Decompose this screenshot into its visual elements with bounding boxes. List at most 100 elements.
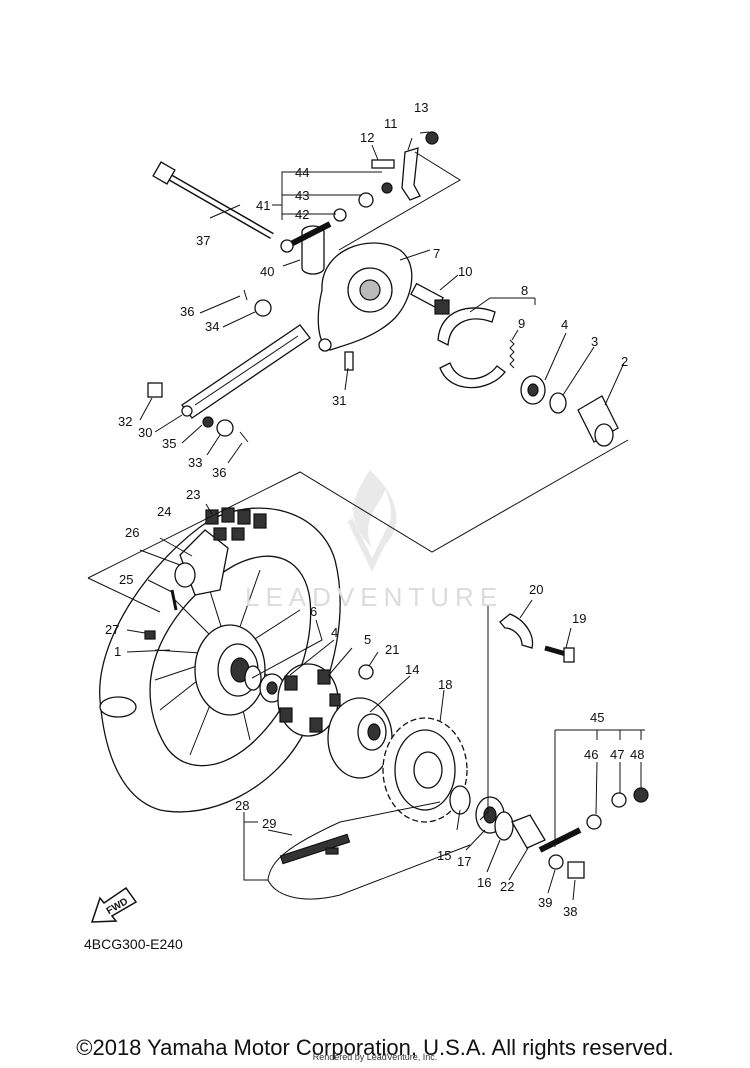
part-label-18: 18 bbox=[438, 677, 452, 692]
part-label-1: 1 bbox=[114, 644, 121, 659]
part-label-32: 32 bbox=[118, 414, 132, 429]
bolt-part bbox=[544, 645, 575, 663]
part-label-41: 41 bbox=[256, 198, 270, 213]
part-label-25: 25 bbox=[119, 572, 133, 587]
part-label-4-upper: 4 bbox=[561, 317, 568, 332]
fwd-arrow-icon: FWD bbox=[90, 886, 138, 923]
bolt-part bbox=[344, 351, 354, 371]
part-label-15: 15 bbox=[437, 848, 451, 863]
spring-part bbox=[509, 339, 515, 369]
part-label-43: 43 bbox=[295, 188, 309, 203]
part-label-36: 36 bbox=[180, 304, 194, 319]
collar-part bbox=[577, 395, 619, 447]
part-label-47: 47 bbox=[610, 747, 624, 762]
washer-part bbox=[333, 208, 347, 222]
part-label-19: 19 bbox=[572, 611, 586, 626]
part-label-6: 6 bbox=[310, 604, 317, 619]
part-label-36-lower: 36 bbox=[212, 465, 226, 480]
part-label-22: 22 bbox=[500, 879, 514, 894]
part-label-37: 37 bbox=[196, 233, 210, 248]
part-label-46: 46 bbox=[584, 747, 598, 762]
rendered-by-text: Rendered by LeadVenture, Inc. bbox=[312, 1052, 438, 1062]
nut-part bbox=[216, 419, 234, 437]
valve-part bbox=[170, 589, 178, 611]
watermark-text: LEADVENTURE bbox=[245, 582, 504, 612]
part-label-31: 31 bbox=[332, 393, 346, 408]
oil-seal-part bbox=[494, 811, 514, 841]
part-label-48: 48 bbox=[630, 747, 644, 762]
cotter-pin-part bbox=[243, 289, 248, 301]
part-label-26: 26 bbox=[125, 525, 139, 540]
part-label-16: 16 bbox=[477, 875, 491, 890]
watermark-logo-icon bbox=[347, 470, 397, 572]
part-label-13: 13 bbox=[414, 100, 428, 115]
nut-part bbox=[358, 664, 374, 680]
wheel-part bbox=[99, 507, 341, 813]
nut-part bbox=[358, 192, 374, 208]
part-label-28: 28 bbox=[235, 798, 249, 813]
part-label-7: 7 bbox=[433, 246, 440, 261]
part-label-3: 3 bbox=[591, 334, 598, 349]
washer-part bbox=[586, 814, 602, 830]
sprocket-hub-part bbox=[327, 697, 393, 779]
leader-lines bbox=[87, 131, 645, 901]
part-label-38: 38 bbox=[563, 904, 577, 919]
part-label-44: 44 bbox=[295, 165, 309, 180]
brake-lever-part bbox=[401, 147, 421, 201]
part-label-27: 27 bbox=[105, 622, 119, 637]
brake-bolt-part bbox=[280, 221, 332, 253]
part-label-45: 45 bbox=[590, 710, 604, 725]
bearing-part bbox=[520, 375, 546, 405]
copyright-text: ©2018 Yamaha Motor Corporation, U.S.A. A… bbox=[76, 1035, 674, 1060]
part-label-17: 17 bbox=[457, 854, 471, 869]
brake-shoe-part bbox=[437, 307, 506, 389]
nut-part bbox=[144, 630, 156, 640]
part-label-40: 40 bbox=[260, 264, 274, 279]
washer-part bbox=[202, 416, 214, 428]
bolt-part bbox=[371, 159, 395, 169]
part-label-5: 5 bbox=[364, 632, 371, 647]
part-label-33: 33 bbox=[188, 455, 202, 470]
part-label-4-lower: 4 bbox=[331, 625, 338, 640]
part-label-35: 35 bbox=[162, 436, 176, 451]
washer-part bbox=[381, 182, 393, 194]
part-label-20: 20 bbox=[529, 582, 543, 597]
part-label-8: 8 bbox=[521, 283, 528, 298]
sprocket-part bbox=[382, 717, 468, 823]
part-labels: 13 11 12 44 41 43 42 37 7 40 10 8 36 9 3… bbox=[105, 100, 644, 919]
rim-band-part bbox=[174, 529, 229, 596]
part-label-2: 2 bbox=[621, 354, 628, 369]
brake-cam-part bbox=[410, 282, 450, 315]
part-label-10: 10 bbox=[458, 264, 472, 279]
part-label-9: 9 bbox=[518, 316, 525, 331]
part-label-34: 34 bbox=[205, 319, 219, 334]
damper-part bbox=[277, 663, 341, 737]
chain-part bbox=[267, 801, 471, 900]
oil-seal-part bbox=[549, 392, 567, 414]
part-label-29: 29 bbox=[262, 816, 276, 831]
part-label-42: 42 bbox=[295, 207, 309, 222]
part-label-21: 21 bbox=[385, 642, 399, 657]
part-label-11: 11 bbox=[384, 116, 398, 131]
washer-part bbox=[548, 854, 564, 870]
part-label-24: 24 bbox=[157, 504, 171, 519]
bolt-part bbox=[147, 382, 163, 398]
spacer-part bbox=[511, 814, 546, 849]
nut-part bbox=[254, 299, 272, 317]
brake-panel-part bbox=[317, 242, 413, 352]
part-label-23: 23 bbox=[186, 487, 200, 502]
nut-part bbox=[633, 787, 649, 803]
collar-part bbox=[449, 785, 471, 815]
nut-part bbox=[425, 131, 439, 145]
part-label-39: 39 bbox=[538, 895, 552, 910]
cotter-pin-part bbox=[239, 431, 249, 443]
bracket-part bbox=[499, 613, 534, 649]
bolt-part bbox=[538, 827, 582, 853]
nut-part bbox=[611, 792, 627, 808]
diagram-code: 4BCG300-E240 bbox=[84, 936, 183, 952]
nut-part bbox=[567, 861, 585, 879]
axle-part bbox=[152, 161, 274, 240]
part-label-14: 14 bbox=[405, 662, 419, 677]
part-label-12: 12 bbox=[360, 130, 374, 145]
